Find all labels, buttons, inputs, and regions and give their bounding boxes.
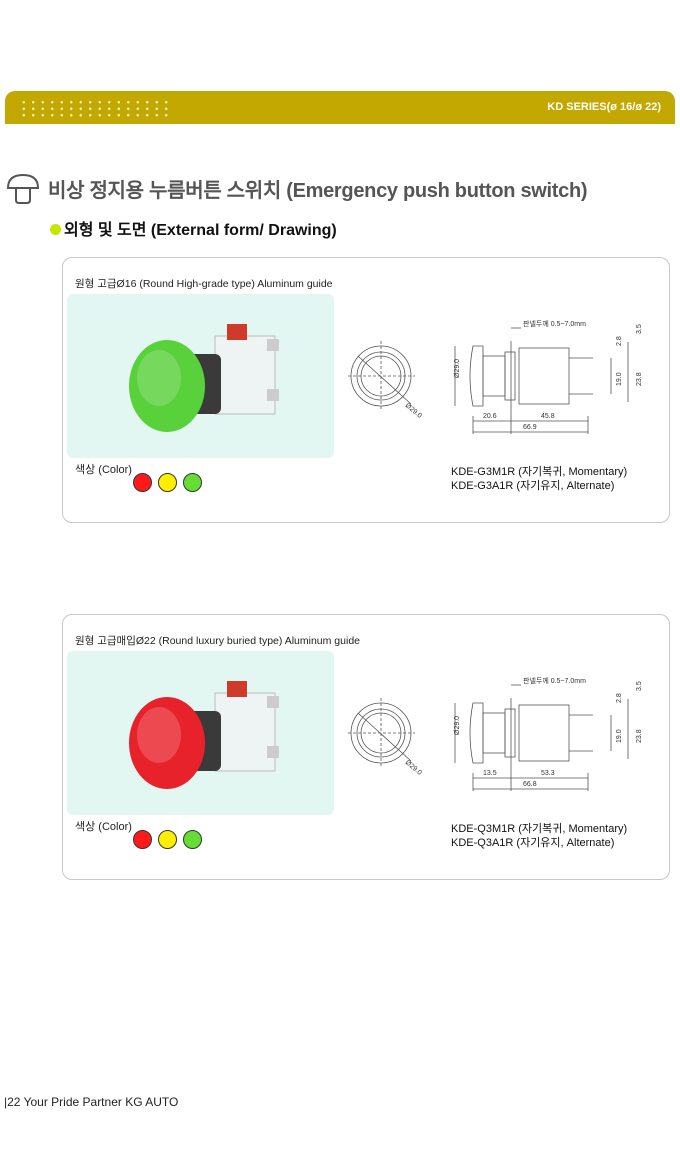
- color-label: 색상 (Color): [75, 821, 132, 833]
- dim-diameter-front: Ø29.0: [404, 402, 423, 420]
- model-list: KDE-Q3M1R (자기복귀, Momentary) KDE-Q3A1R (자…: [451, 822, 627, 850]
- dim-diameter-front: Ø29.0: [404, 759, 423, 777]
- dim-b: 53.3: [541, 770, 555, 777]
- dimension-drawing: 판넬두께 0.5~7.0mm Ø29.0 Ø29.0 13.5 53.3 66.…: [348, 676, 643, 791]
- model-alternate: KDE-Q3A1R (자기유지, Alternate): [451, 837, 615, 849]
- series-label: KD SERIES(ø 16/ø 22): [547, 101, 661, 113]
- dim-diameter: Ø29.0: [454, 716, 461, 735]
- dimension-drawing: 판넬두께 0.5~7.0mm Ø29.0 Ø29.0 20.6 45.8 66.…: [348, 319, 643, 434]
- page-title: 비상 정지용 누름버튼 스위치 (Emergency push button s…: [48, 180, 588, 202]
- dim-h1: 2.8: [616, 336, 623, 346]
- dim-h4: 23.8: [636, 372, 643, 386]
- model-alternate: KDE-G3A1R (자기유지, Alternate): [451, 480, 615, 492]
- dim-diameter: Ø29.0: [454, 359, 461, 378]
- dot-pattern: [19, 99, 174, 119]
- page-footer: |22 Your Pride Partner KG AUTO: [4, 1095, 179, 1109]
- section-heading: 외형 및 도면 (External form/ Drawing): [50, 216, 337, 240]
- model-momentary: KDE-G3M1R (자기복귀, Momentary): [451, 466, 628, 478]
- dim-total: 66.9: [523, 424, 537, 431]
- model-list: KDE-G3M1R (자기복귀, Momentary) KDE-G3A1R (자…: [451, 465, 627, 493]
- section-heading-text: 외형 및 도면 (External form/ Drawing): [64, 222, 337, 239]
- product-photo: [67, 294, 334, 458]
- bullet-icon: [50, 224, 61, 235]
- color-swatch-red: [133, 473, 152, 492]
- dim-h3: 19.0: [616, 729, 623, 743]
- mushroom-button-icon: [6, 173, 40, 204]
- color-swatch-red: [133, 830, 152, 849]
- product-card: 원형 고급매입Ø22 (Round luxury buried type) Al…: [62, 614, 670, 880]
- product-label: 원형 고급Ø16 (Round High-grade type) Aluminu…: [75, 278, 333, 290]
- color-swatch-green: [183, 830, 202, 849]
- dim-a: 13.5: [483, 770, 497, 777]
- color-swatch-yellow: [158, 473, 177, 492]
- dim-a: 20.6: [483, 413, 497, 420]
- product-label: 원형 고급매입Ø22 (Round luxury buried type) Al…: [75, 635, 360, 647]
- push-button-image: [129, 324, 279, 432]
- dim-h1: 2.8: [616, 693, 623, 703]
- dim-b: 45.8: [541, 413, 555, 420]
- dim-h2: 3.5: [636, 681, 643, 691]
- color-swatches: [133, 830, 202, 849]
- product-card: 원형 고급Ø16 (Round High-grade type) Aluminu…: [62, 257, 670, 523]
- panel-thickness-label: 판넬두께 0.5~7.0mm: [523, 319, 586, 328]
- color-swatch-green: [183, 473, 202, 492]
- color-label: 색상 (Color): [75, 464, 132, 476]
- model-momentary: KDE-Q3M1R (자기복귀, Momentary): [451, 823, 628, 835]
- product-photo: [67, 651, 334, 815]
- color-swatches: [133, 473, 202, 492]
- dim-h4: 23.8: [636, 729, 643, 743]
- dim-h3: 19.0: [616, 372, 623, 386]
- header-band: KD SERIES(ø 16/ø 22): [5, 91, 675, 124]
- panel-thickness-label: 판넬두께 0.5~7.0mm: [523, 676, 586, 685]
- color-swatch-yellow: [158, 830, 177, 849]
- dim-h2: 3.5: [636, 324, 643, 334]
- dim-total: 66.8: [523, 781, 537, 788]
- push-button-image: [129, 681, 279, 789]
